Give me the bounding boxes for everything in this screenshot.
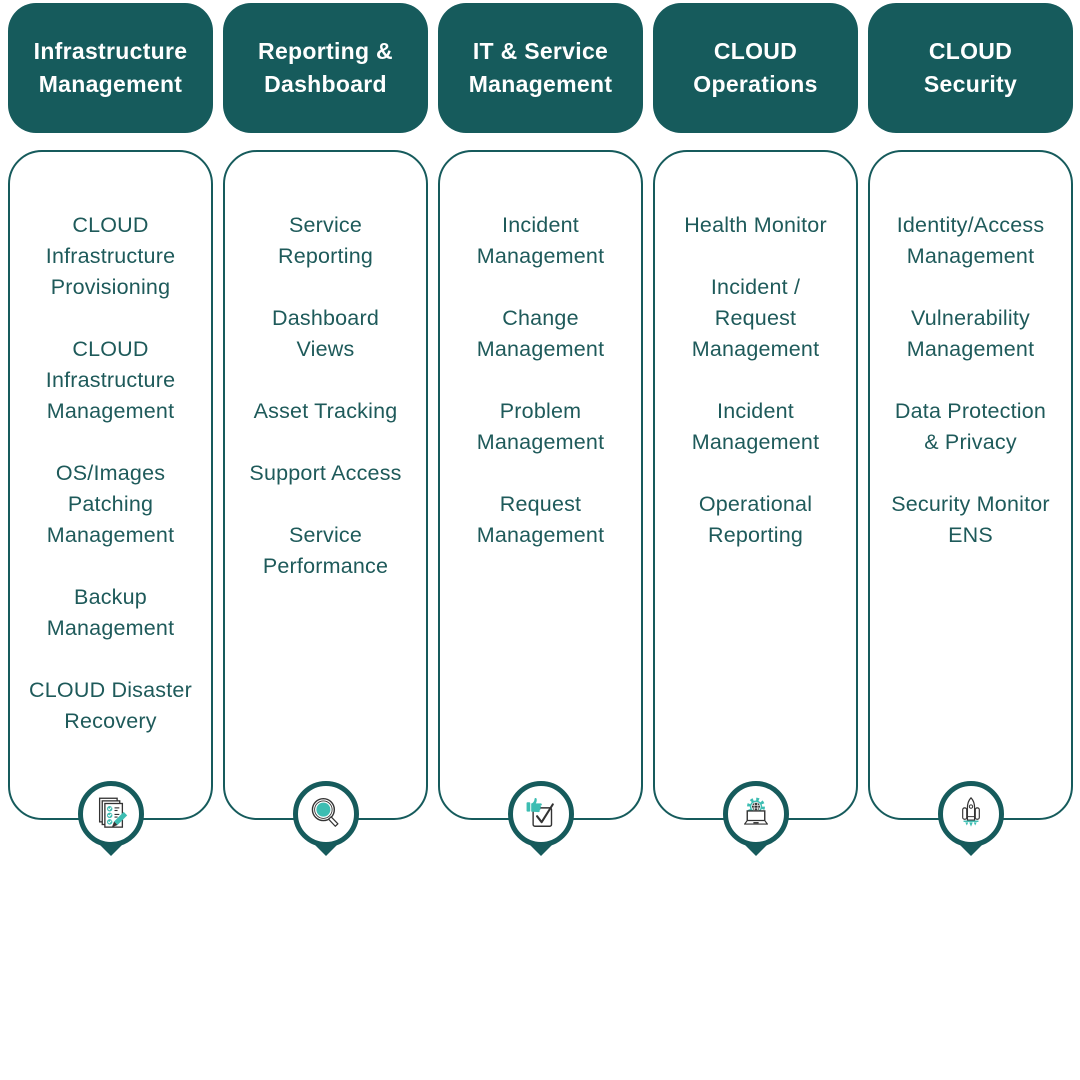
thumbs-up-checkbox-icon [507,781,574,847]
column-icon-badge [937,781,1004,856]
service-item: Backup Management [46,585,175,640]
badge-pointer [98,844,123,856]
service-item: Problem Management [476,399,605,454]
service-column: IT & Service Management Incident Managem… [438,3,643,856]
service-item: Dashboard Views [272,306,379,361]
service-item: Service Reporting [277,213,374,268]
laptop-gear-globe-icon [722,781,789,847]
column-header: CLOUD Security [868,3,1073,133]
badge-pointer [313,844,338,856]
service-item: Identity/Access Management [896,213,1045,268]
badge-pointer [528,844,553,856]
service-item: Incident / Request Management [691,275,820,361]
badge-pointer [743,844,768,856]
column-header: IT & Service Management [438,3,643,133]
service-item: Service Performance [262,523,389,578]
column-icon-badge [77,781,144,856]
badge-pointer [958,844,983,856]
service-item: Change Management [476,306,605,361]
column-header-label: Reporting & Dashboard [258,38,393,97]
column-icon-badge [292,781,359,856]
column-header: Infrastructure Management [8,3,213,133]
service-item: Request Management [476,492,605,547]
column-header: CLOUD Operations [653,3,858,133]
rocket-icon [937,781,1004,847]
column-header-label: CLOUD Operations [693,38,818,97]
column-header: Reporting & Dashboard [223,3,428,133]
column-icon-badge [507,781,574,856]
service-item: Incident Management [476,213,605,268]
service-item: Incident Management [691,399,820,454]
column-header-label: CLOUD Security [923,38,1018,97]
service-item: Operational Reporting [698,492,813,547]
service-item: CLOUD Disaster Recovery [29,678,192,733]
magnifier-icon [292,781,359,847]
service-item: Data Protection & Privacy [894,399,1047,454]
column-icon-badge [722,781,789,856]
service-item: Asset Tracking [253,399,398,423]
service-column: CLOUD Security Identity/Access Managemen… [868,3,1073,856]
service-item: CLOUD Infrastructure Management [45,337,176,423]
service-item: Health Monitor [684,213,827,237]
service-column: Infrastructure Management CLOUD Infrastr… [8,3,213,856]
service-item: Vulnerability Management [906,306,1035,361]
service-item: Support Access [249,461,402,485]
service-item: CLOUD Infrastructure Provisioning [45,213,176,299]
column-header-label: IT & Service Management [468,38,613,97]
cloud-services-board: Infrastructure Management CLOUD Infrastr… [8,3,1073,856]
service-item: OS/Images Patching Management [46,461,175,547]
column-header-label: Infrastructure Management [33,38,188,97]
service-item: Security Monitor ENS [891,492,1050,547]
checklist-pencil-icon [77,781,144,847]
